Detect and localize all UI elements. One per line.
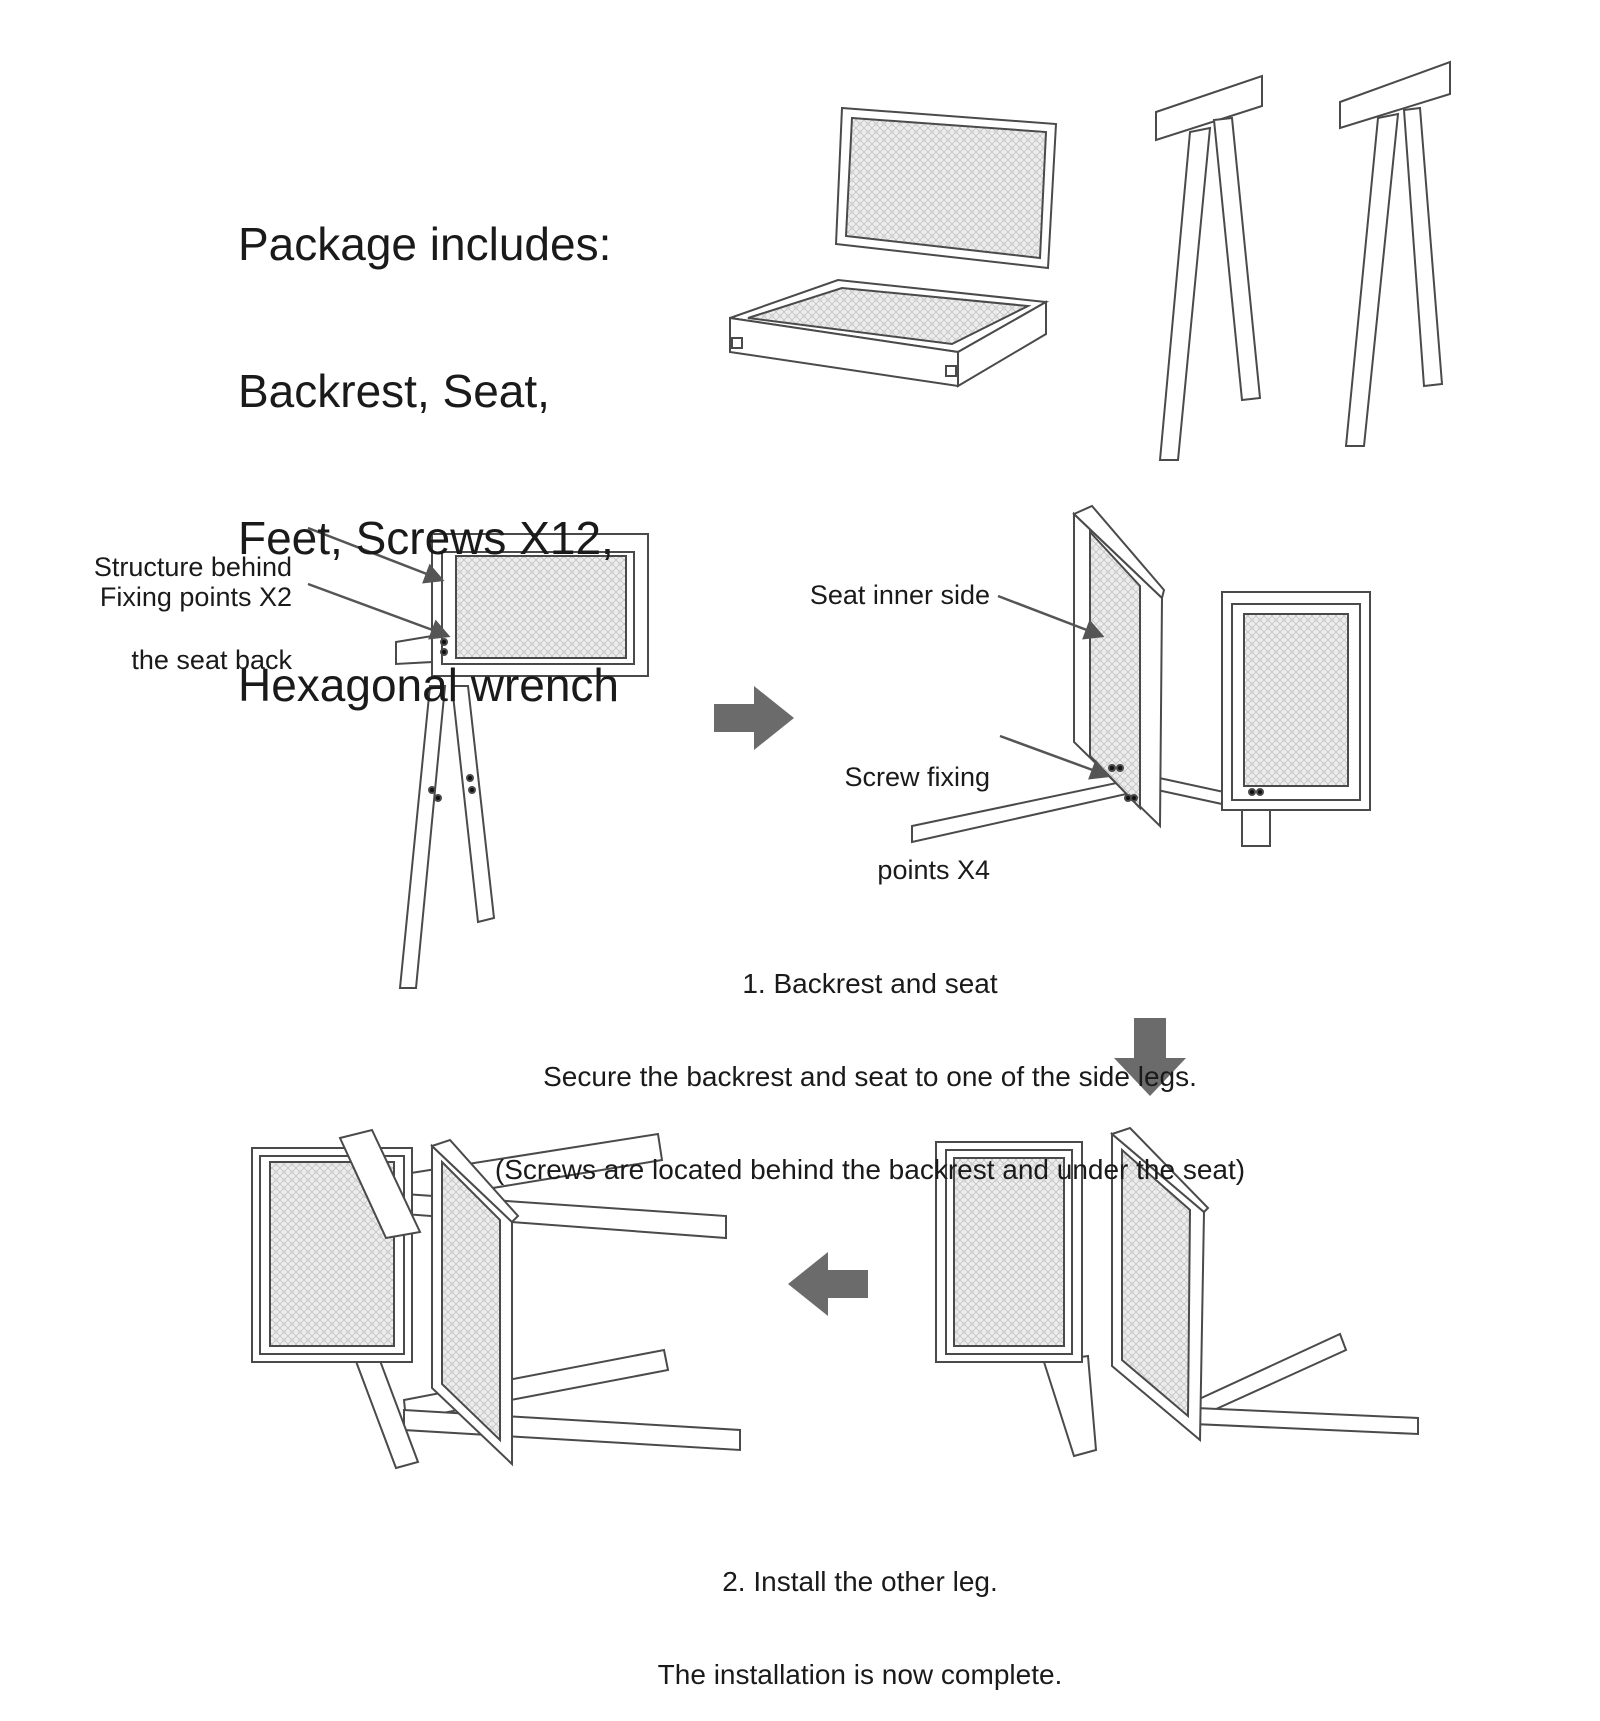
callout-arrows-left: [307, 526, 451, 640]
step2-final-assembly: [251, 1128, 741, 1470]
callout-structure-behind-line1: Structure behind: [93, 552, 292, 582]
step2-caption: 2. Install the other leg. The installati…: [560, 1504, 1160, 1721]
step1-caption: 1. Backrest and seat Secure the backrest…: [460, 906, 1280, 1216]
package-line-1: Package includes:: [238, 218, 612, 270]
package-line-3: Feet, Screws X12,: [238, 512, 614, 564]
step1-title: 1. Backrest and seat: [742, 968, 998, 999]
leg-part-left: [1155, 74, 1263, 461]
callout-structure-behind: Structure behind the seat back: [94, 490, 292, 707]
leg-part-right: [1339, 60, 1451, 447]
package-line-4: Hexagonal wrench: [238, 659, 620, 711]
callout-screw-fixing-line1: Screw fixing: [844, 762, 990, 792]
callout-screw-fixing-line2: points X4: [877, 855, 990, 885]
seat-part: [729, 278, 1050, 388]
step1-assembly: [911, 504, 1371, 847]
backrest-part: [834, 106, 1058, 270]
assembly-diagram: [251, 60, 1451, 1470]
step1-line2: (Screws are located behind the backrest …: [494, 1154, 1246, 1185]
step2-partial-assembly: [935, 1126, 1419, 1458]
callout-seat-inner-side: Seat inner side: [809, 580, 990, 610]
callout-screw-fixing: Screw fixing points X4: [844, 700, 990, 917]
step2-line2: The installation is now complete.: [657, 1659, 1063, 1690]
arrow-left-icon: [788, 1252, 868, 1316]
step1-backrest-on-leg: [395, 533, 649, 989]
step1-line1: Secure the backrest and seat to one of t…: [543, 1061, 1197, 1092]
package-contents: Package includes: Backrest, Seat, Feet, …: [238, 122, 619, 759]
callout-arrows-right: [997, 594, 1111, 780]
callout-structure-behind-line2: the seat back: [131, 645, 292, 675]
step2-line1: 2. Install the other leg.: [722, 1566, 998, 1597]
callout-fixing-points: Fixing points X2: [99, 582, 292, 612]
arrow-right-icon: [714, 686, 794, 750]
arrow-down-icon: [1114, 1018, 1186, 1096]
package-line-2: Backrest, Seat,: [238, 365, 550, 417]
